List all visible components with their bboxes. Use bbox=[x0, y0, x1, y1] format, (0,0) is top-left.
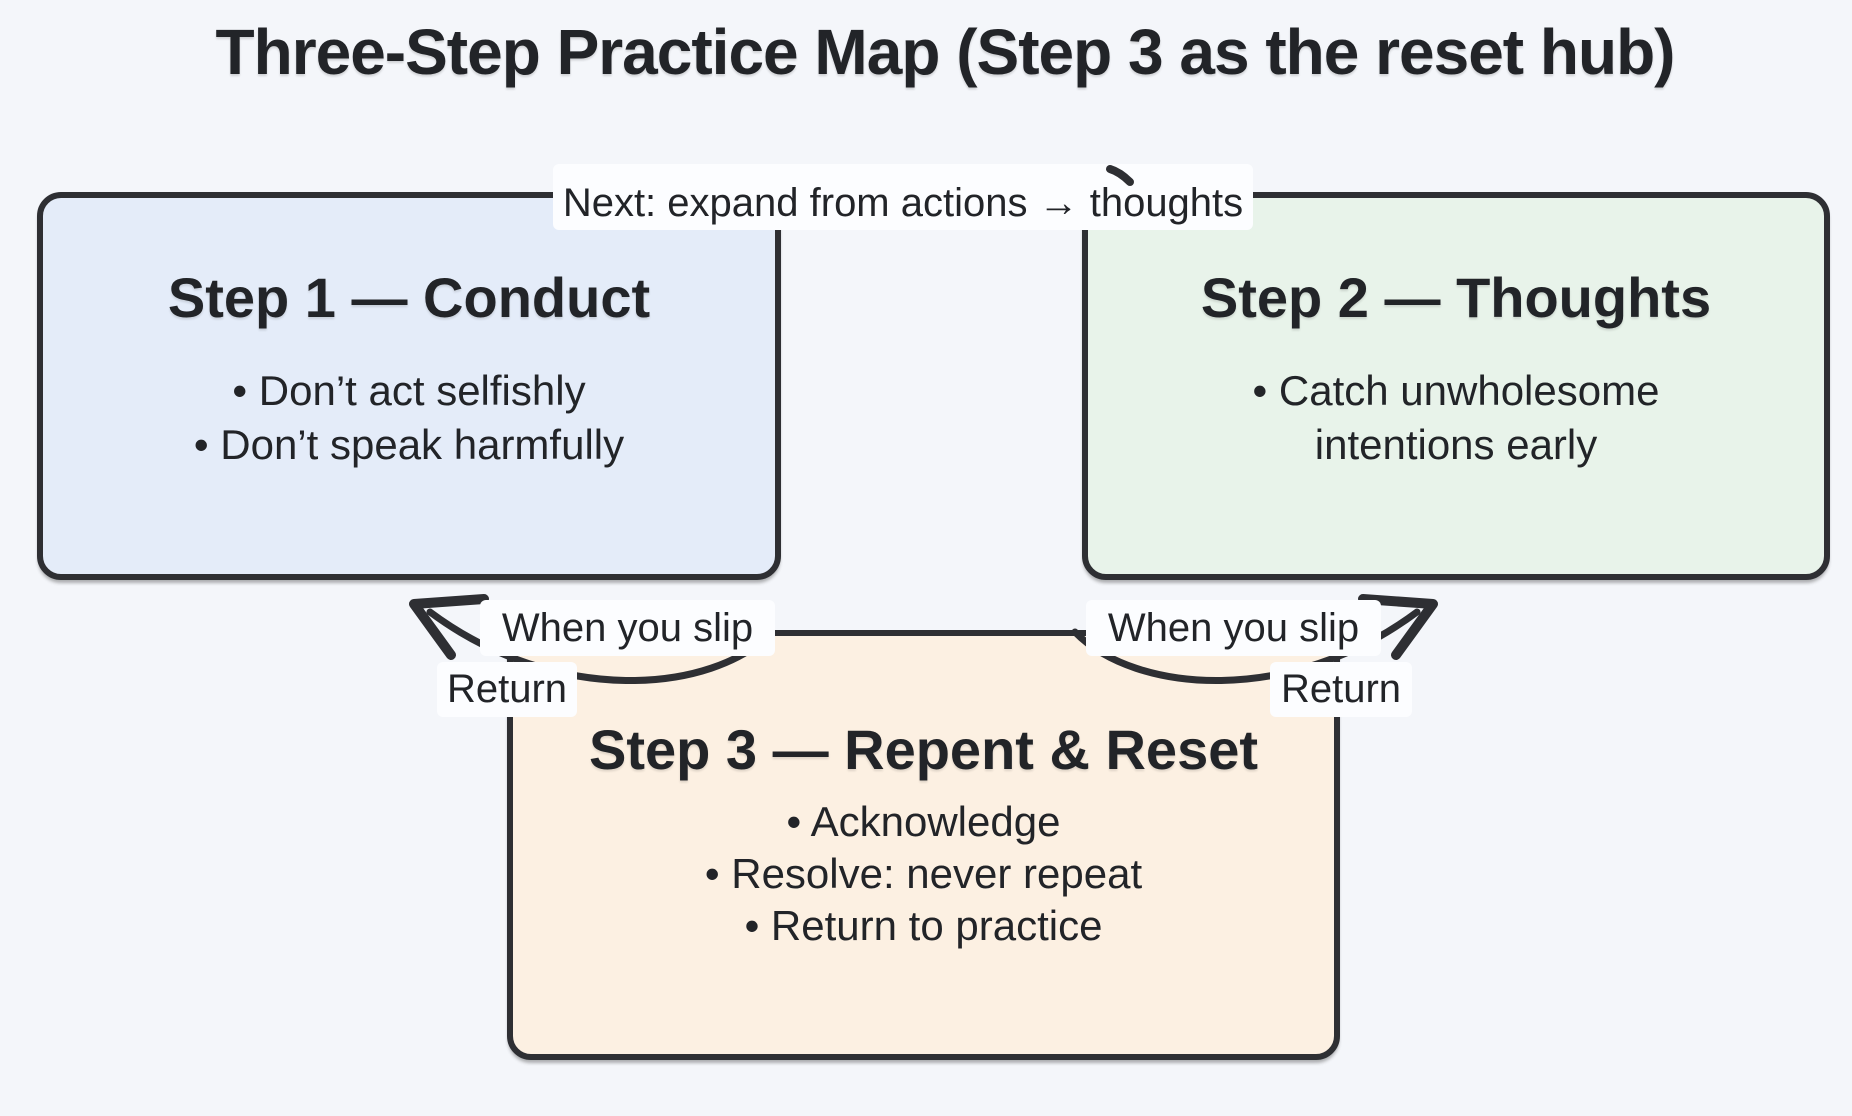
step1-bullet-list: • Don’t act selfishly • Don’t speak harm… bbox=[194, 364, 624, 472]
bullet-item: • Resolve: never repeat bbox=[704, 850, 1143, 897]
step3-box: Step 3 — Repent & Reset • Acknowledge • … bbox=[507, 630, 1340, 1060]
bullet-item: • Don’t speak harmfully bbox=[193, 421, 625, 468]
edge-label-next: Next: expand from actions → thoughts bbox=[553, 164, 1253, 230]
step2-title: Step 2 — Thoughts bbox=[1200, 266, 1712, 329]
bullet-item: • Return to practice bbox=[744, 902, 1103, 949]
step2-box: Step 2 — Thoughts • Catch unwholesome in… bbox=[1082, 192, 1830, 580]
edge-label-return-left: Return bbox=[437, 662, 577, 717]
page-title: Three-Step Practice Map (Step 3 as the r… bbox=[215, 16, 1676, 88]
step3-title: Step 3 — Repent & Reset bbox=[588, 718, 1259, 781]
return-arrow-left-head bbox=[409, 594, 489, 660]
step1-title: Step 1 — Conduct bbox=[167, 266, 651, 329]
edge-label-when-you-slip-left: When you slip bbox=[480, 600, 775, 656]
bullet-item: • Don’t act selfishly bbox=[232, 367, 586, 414]
bullet-item: • Acknowledge bbox=[786, 798, 1061, 845]
step3-bullet-list: • Acknowledge • Resolve: never repeat • … bbox=[705, 796, 1142, 952]
bullet-item: • Catch unwholesome intentions early bbox=[1252, 367, 1660, 468]
step2-bullet-list: • Catch unwholesome intentions early bbox=[1244, 364, 1668, 472]
edge-label-return-right: Return bbox=[1270, 662, 1412, 717]
step1-box: Step 1 — Conduct • Don’t act selfishly •… bbox=[37, 192, 781, 580]
edge-label-when-you-slip-right: When you slip bbox=[1086, 600, 1381, 656]
